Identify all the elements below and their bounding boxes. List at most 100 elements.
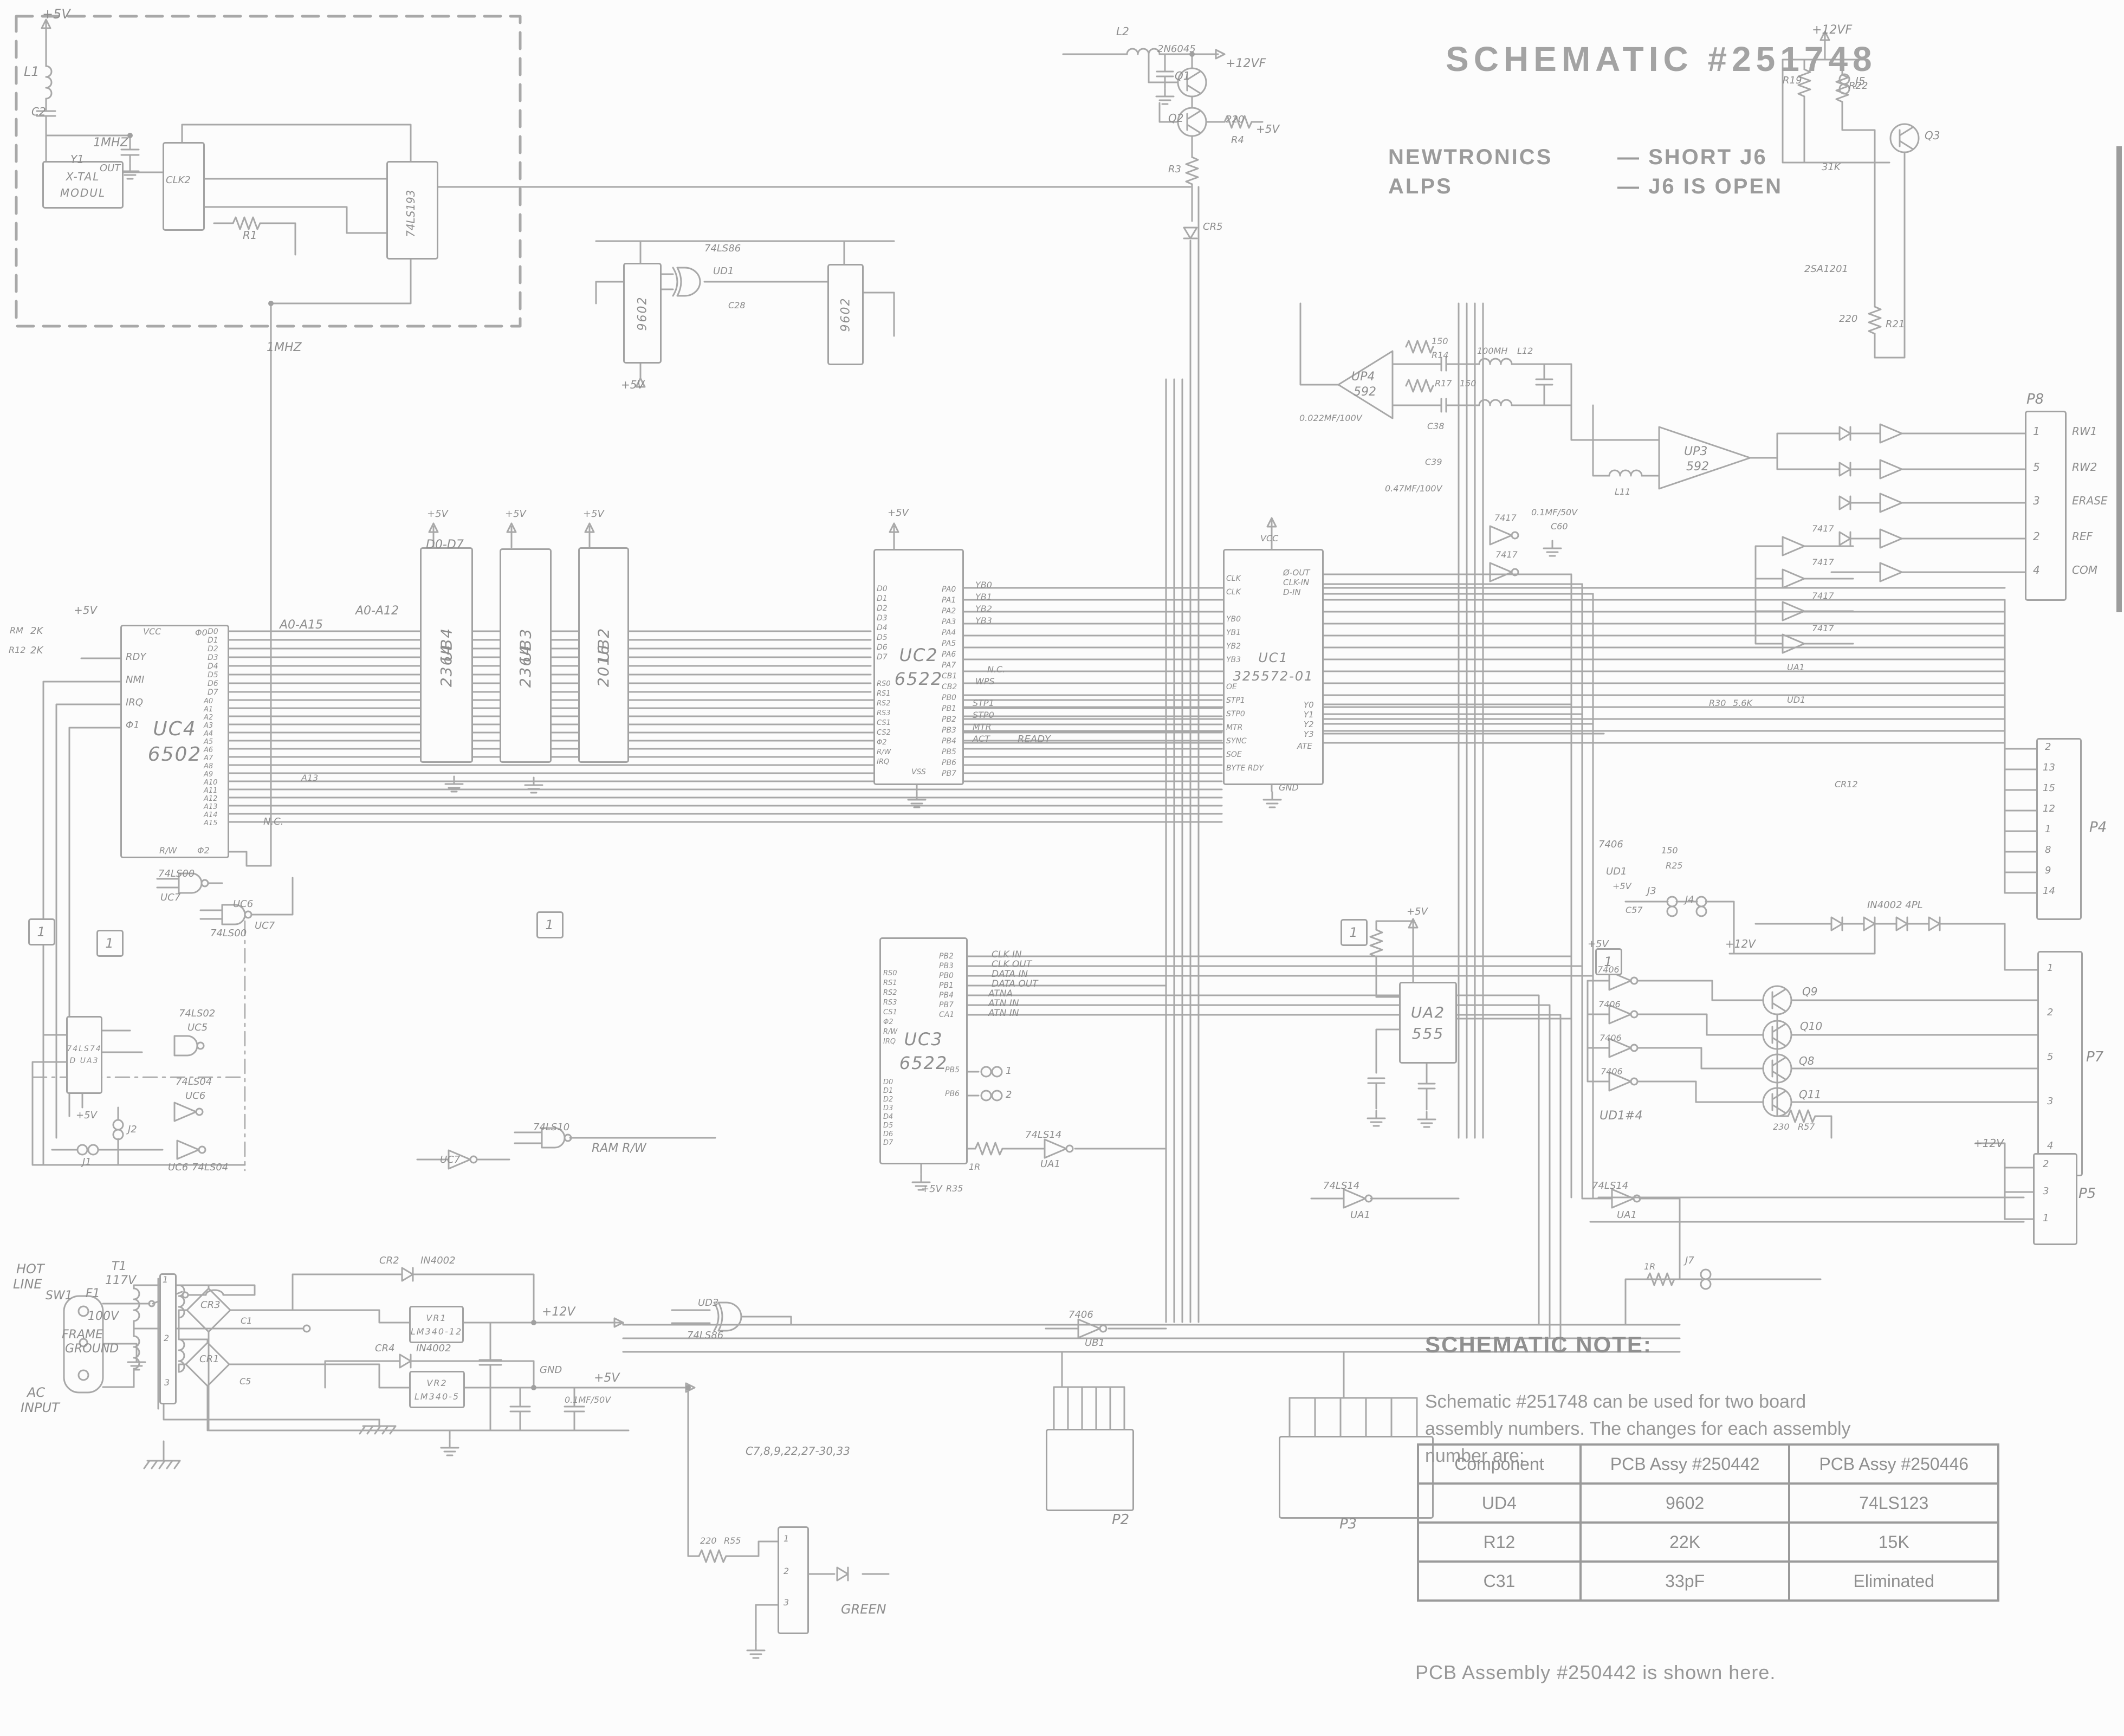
annotation: J1 xyxy=(82,1156,92,1168)
annotation: DATA IN xyxy=(992,969,1028,980)
annotation: CR2 xyxy=(379,1255,399,1266)
section-marker-2-label: 1 xyxy=(105,936,115,951)
annotation: GND xyxy=(1279,782,1299,793)
annotation: 100V xyxy=(88,1310,119,1323)
annotation: 220 xyxy=(1839,313,1858,325)
annotation: 592 xyxy=(1686,460,1709,474)
annotation: Φ0 xyxy=(195,627,208,638)
annotation: UP4 xyxy=(1351,370,1375,384)
annotation: 117V xyxy=(105,1274,137,1287)
section-marker-1: 1 xyxy=(28,918,55,945)
annotation: +5V xyxy=(888,507,909,519)
annotation: 74LS04 xyxy=(176,1076,212,1087)
annotation: RS0 RS1 RS2 RS3 CS1 CS2 Φ2 R/W IRQ xyxy=(877,680,891,766)
annotation: 230 xyxy=(1773,1122,1790,1132)
annotation: C38 xyxy=(1427,421,1445,431)
annotation: UC7 xyxy=(160,892,181,903)
annotation: C57 xyxy=(1626,905,1643,915)
annotation: 2 xyxy=(2043,1158,2049,1170)
table-cell: 15K xyxy=(1788,1521,1999,1563)
annotation: +12VF xyxy=(1226,57,1266,70)
vendor-1-name: NEWTRONICS xyxy=(1388,145,1553,169)
annotation: 5 xyxy=(2033,461,2040,474)
annotation: 1 xyxy=(2047,962,2054,974)
annotation: 7417 xyxy=(1495,549,1518,560)
annotation: OUT xyxy=(100,163,121,174)
annotation: +5V xyxy=(42,7,70,22)
timer-ua2-label: UA2 xyxy=(1410,1003,1446,1021)
annotation: 100MH xyxy=(1477,346,1508,356)
annotation: 74LS04 xyxy=(192,1162,229,1173)
annotation: L12 xyxy=(1517,346,1533,356)
annotation: R17 xyxy=(1435,378,1452,388)
annotation: R25 xyxy=(1666,860,1683,871)
annotation: 150 xyxy=(1661,845,1678,856)
annotation: R3 xyxy=(1168,164,1181,175)
vr2-label: VR2 xyxy=(426,1377,448,1388)
annotation: J4 xyxy=(1685,894,1694,905)
annotation: 0.1MF/50V xyxy=(565,1395,611,1405)
annotation: 4 xyxy=(2033,563,2040,576)
conn-p8 xyxy=(2025,411,2067,601)
vendor-2-note: — J6 IS OPEN xyxy=(1617,174,1783,198)
annotation: Ø-OUT CLK-IN D-IN xyxy=(1283,568,1310,597)
annotation: IN4002 xyxy=(416,1343,451,1354)
annotation: VCC xyxy=(1260,533,1279,543)
annotation: UA1 xyxy=(1040,1158,1060,1170)
annotation: 7406 xyxy=(1598,999,1621,1009)
cpu-uc4-label: 6502 xyxy=(147,743,202,766)
annotation: +5V xyxy=(427,508,448,520)
annotation: 7417 xyxy=(1494,513,1517,523)
annotation: 2 xyxy=(2033,530,2040,543)
annotation: RW1 xyxy=(2072,425,2097,438)
schematic-title: SCHEMATIC #251748 xyxy=(1446,40,1877,79)
annotation: HOT xyxy=(16,1261,44,1277)
annotation: L1 xyxy=(24,64,40,79)
annotation: IN4002 4PL xyxy=(1867,899,1923,911)
annotation: Q11 xyxy=(1799,1088,1822,1101)
conn-p5 xyxy=(2033,1153,2077,1245)
annotation: +5V xyxy=(921,1183,942,1195)
annotation: C60 xyxy=(1551,521,1568,532)
annotation: C7,8,9,22,27-30,33 xyxy=(746,1444,850,1458)
annotation: 74LS193 xyxy=(404,190,417,237)
annotation: P3 xyxy=(1339,1516,1357,1532)
annotation: 1 xyxy=(783,1533,789,1544)
annotation: RS0 RS1 RS2 RS3 CS1 Φ2 R/W IRQ xyxy=(883,969,898,1046)
annotation: AC xyxy=(27,1385,46,1400)
annotation: 74LS00 xyxy=(158,868,195,879)
annotation: +5V xyxy=(594,1371,620,1385)
annotation: ATNA xyxy=(988,988,1013,999)
table-cell: C31 xyxy=(1417,1560,1582,1602)
annotation: 2SA1201 xyxy=(1804,263,1848,275)
annotation: 7417 xyxy=(1812,523,1834,534)
annotation: R1 xyxy=(243,229,257,242)
oneshot-ud4a: 9602 xyxy=(623,263,662,364)
annotation: UA1 xyxy=(1787,662,1805,672)
annotation: R30 xyxy=(1709,698,1726,708)
table-cell: R12 xyxy=(1417,1521,1582,1563)
annotation: ERASE xyxy=(2072,494,2108,507)
annotation: CR5 xyxy=(1203,221,1223,232)
annotation: Φ2 xyxy=(197,845,210,856)
xtal-module-label: X-TAL xyxy=(66,170,100,183)
section-marker-3-label: 1 xyxy=(545,917,555,932)
annotation: 1 xyxy=(2045,824,2051,835)
annotation: CR12 xyxy=(1835,779,1858,789)
annotation: YB3 xyxy=(975,616,992,626)
clock-section-border xyxy=(15,15,522,328)
annotation: FRAME xyxy=(62,1328,103,1342)
table-cell: 22K xyxy=(1579,1521,1791,1563)
table-header-assy-250442: PCB Assy #250442 xyxy=(1579,1443,1791,1485)
gatearray-uc1-label: UC1 xyxy=(1258,650,1288,665)
annotation: N.C. xyxy=(263,816,284,827)
annotation: +12V xyxy=(1725,937,1756,950)
annotation: R35 xyxy=(946,1183,963,1194)
annotation: 13 xyxy=(2043,762,2055,773)
annotation: J2 xyxy=(128,1124,137,1135)
